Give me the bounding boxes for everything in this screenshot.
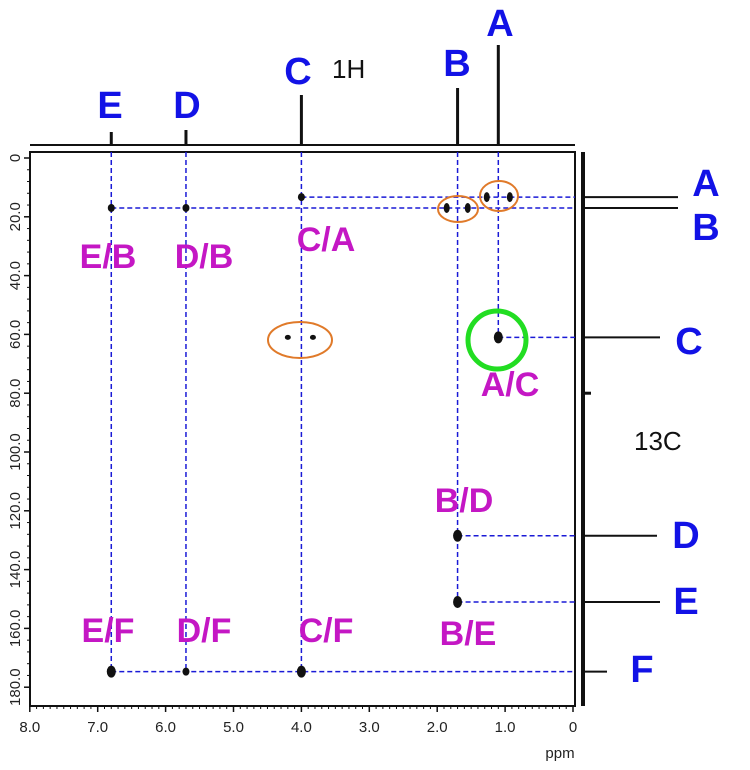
cross-peak-label: A/C [481,366,540,404]
x-tick-label: 6.0 [155,719,176,736]
cross-peak-label: D/F [177,612,232,650]
cross-peak [493,331,503,344]
proton-label-d: D [173,85,200,127]
y-tick-label: 140.0 [7,551,24,589]
doublet-peak [443,202,450,213]
carbon-label-e: E [673,581,698,623]
carbon-nucleus-label: 13C [634,426,682,456]
cross-peak [182,667,190,676]
cross-peak [296,665,306,678]
carbon-label-c: C [675,321,702,363]
x-tick-label: 2.0 [427,719,448,736]
y-tick-label: 60.0 [7,320,24,349]
y-tick-label: 160.0 [7,610,24,648]
carbon-label-a: A [692,163,719,205]
y-tick-label: 100.0 [7,433,24,471]
x-tick-label: 1.0 [495,719,516,736]
doublet-peak [464,202,471,213]
highlight-ellipse-c [267,321,333,359]
cross-peak-label: E/B [80,238,137,276]
doublet-peak [483,192,490,203]
cross-peak-label: B/E [440,615,497,653]
cross-peak-label: E/F [82,612,135,650]
cross-peak [453,595,463,608]
doublet-peak [309,334,316,340]
x-tick-label: 5.0 [223,719,244,736]
y-tick-label: 80.0 [7,379,24,408]
plot-frame [29,151,576,707]
carbon-label-f: F [630,649,653,691]
x-tick-label: 8.0 [19,719,40,736]
cross-peak-label: B/D [435,482,494,520]
x-tick-label: 7.0 [87,719,108,736]
cross-peak [106,665,116,678]
proton-label-e: E [97,85,122,127]
cross-peak [107,203,115,212]
highlight-circle-a-c [465,308,529,372]
highlight-ellipse-b [437,195,479,223]
highlight-ellipse-a [479,180,519,212]
doublet-peak [506,192,513,203]
x-tick-label: 0 [569,719,577,736]
y-tick-label: 120.0 [7,492,24,530]
doublet-peak [284,334,291,340]
carbon-label-d: D [672,515,699,557]
x-tick-label: 4.0 [291,719,312,736]
cross-peak [297,193,305,202]
proton-nucleus-label: 1H [332,54,365,84]
x-axis-label: ppm [545,745,574,762]
proton-label-c: C [284,51,311,93]
carbon-label-b: B [692,207,719,249]
proton-label-b: B [443,43,470,85]
cross-peak [182,203,190,212]
y-tick-label: 40.0 [7,261,24,290]
x-tick-label: 3.0 [359,719,380,736]
cross-peak-label: D/B [175,238,234,276]
cross-peak-label: C/F [299,612,354,650]
y-tick-label: 0 [7,154,24,162]
proton-label-a: A [486,3,513,45]
y-tick-label: 180.0 [7,668,24,706]
cross-peak [453,529,463,542]
y-tick-label: 20.0 [7,202,24,231]
cross-peak-label: C/A [297,221,356,259]
